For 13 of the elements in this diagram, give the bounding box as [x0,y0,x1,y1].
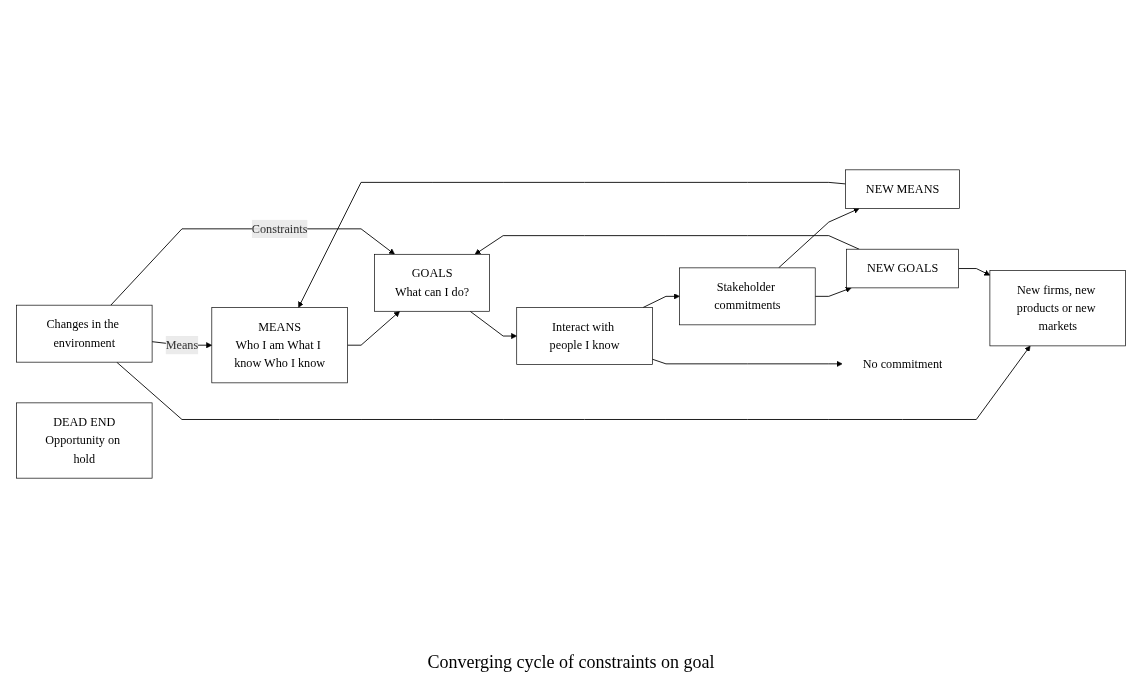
node-box: New firms, new products or new markets [989,270,1126,347]
node-box: GOALS What can I do? [374,253,490,312]
node-box: Stakeholder commitments [679,267,816,326]
node-box: DEAD END Opportunity on hold [16,402,153,479]
edge-label: Means [165,338,199,352]
node-box: Changes in the environment [16,304,153,363]
node-box: NEW GOALS [846,248,959,289]
node-box: MEANS Who I am What I know Who I know [211,307,348,384]
edge-label: Constraints [251,221,308,236]
node-text: No commitment [862,356,943,371]
node-box: NEW MEANS [845,169,960,209]
note-text: Converging cycle of constraints on goal [427,652,715,673]
node-box: Interact with people I know [516,307,653,365]
